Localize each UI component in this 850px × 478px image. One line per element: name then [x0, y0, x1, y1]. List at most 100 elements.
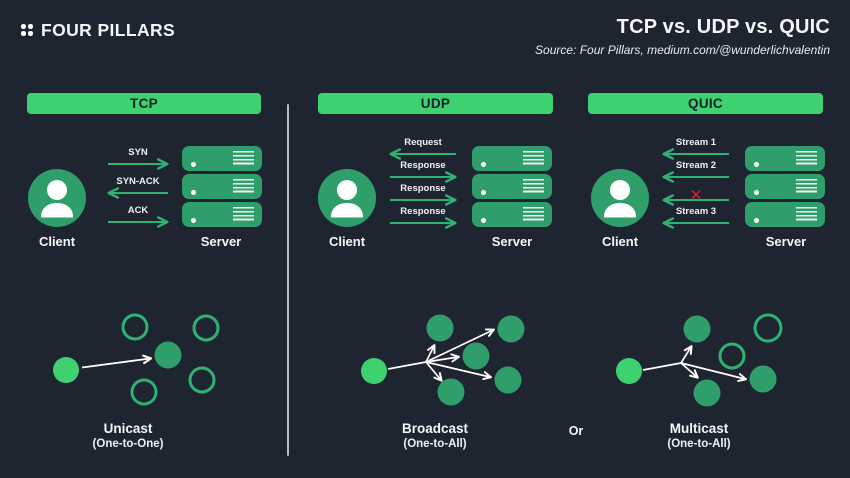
quic-arrow-label: Stream 3 [675, 206, 717, 217]
multicast-label: Multicast [669, 421, 729, 436]
multicast-target-node [693, 379, 721, 407]
multicast-target-node [683, 315, 711, 343]
quic-server-box [745, 146, 825, 171]
quic-client-avatar [591, 169, 649, 227]
server-vents-icon [233, 179, 254, 193]
unicast-idle-node [130, 378, 158, 406]
broken-stream-x-icon: ✕ [689, 187, 703, 204]
tcp-header-pill: TCP [27, 93, 261, 114]
four-pillars-logo-icon [21, 24, 33, 36]
server-led-icon [191, 217, 196, 223]
person-icon [604, 180, 636, 218]
multicast-arrow [680, 362, 699, 379]
udp-arrow-label: Response [400, 160, 446, 171]
multicast-target-node [749, 365, 777, 393]
server-led-icon [754, 161, 759, 167]
server-vents-icon [796, 179, 817, 193]
multicast-idle-node [753, 313, 783, 343]
person-icon [331, 180, 363, 218]
broadcast-target-node [494, 366, 522, 394]
server-vents-icon [523, 151, 544, 165]
udp-server-box [472, 202, 552, 227]
broadcast-target-node [462, 342, 490, 370]
udp-arrow-label: Response [400, 183, 446, 194]
server-led-icon [481, 189, 486, 195]
tcp-client-avatar [28, 169, 86, 227]
or-label: Or [568, 424, 584, 438]
tcp-server-box [182, 202, 262, 227]
logo-dot [21, 24, 26, 29]
quic-server-box [745, 174, 825, 199]
tcp-arrow-label: ACK [127, 205, 149, 216]
tcp-server-box [182, 174, 262, 199]
unicast-idle-node [188, 366, 216, 394]
multicast-idle-node [718, 342, 746, 370]
unicast-diagram [53, 313, 220, 406]
multicast-diagram [616, 313, 783, 407]
logo-dot [28, 24, 33, 29]
server-vents-icon [796, 207, 817, 221]
tcp-arrow-label: SYN [128, 147, 148, 158]
column-divider [287, 104, 289, 456]
multicast-arrow [680, 362, 747, 382]
server-vents-icon [523, 207, 544, 221]
udp-arrow-label: Request [404, 137, 442, 148]
multicast-source-node [616, 358, 642, 384]
server-led-icon [754, 189, 759, 195]
multicast-sublabel: (One-to-All) [667, 438, 731, 450]
udp-client-avatar [318, 169, 376, 227]
server-led-icon [754, 217, 759, 223]
source-attribution: Source: Four Pillars, medium.com/@wunder… [535, 43, 830, 57]
unicast-source-node [53, 357, 79, 383]
server-vents-icon [796, 151, 817, 165]
udp-arrow-label: Response [400, 206, 446, 217]
broadcast-diagram [361, 314, 525, 406]
broadcast-sublabel: (One-to-All) [403, 438, 467, 450]
broadcast-label: Broadcast [401, 421, 469, 436]
server-vents-icon [233, 151, 254, 165]
tcp-client-label: Client [38, 234, 76, 249]
broadcast-arrow [425, 361, 492, 381]
quic-client-label: Client [601, 234, 639, 249]
tcp-server-box [182, 146, 262, 171]
person-icon [41, 180, 73, 218]
logo-dot [28, 31, 33, 36]
broadcast-target-node [497, 315, 525, 343]
udp-server-box [472, 146, 552, 171]
server-led-icon [191, 161, 196, 167]
broadcast-arrow [425, 344, 436, 363]
broadcast-target-node [426, 314, 454, 342]
server-vents-icon [523, 179, 544, 193]
multicast-stem-line [642, 362, 682, 371]
quic-arrow-label: Stream 2 [675, 160, 717, 171]
multicast-arrow [680, 345, 693, 364]
quic-server-box [745, 202, 825, 227]
quic-server-label: Server [765, 234, 807, 249]
broadcast-target-node [437, 378, 465, 406]
server-led-icon [191, 189, 196, 195]
udp-header-pill: UDP [318, 93, 553, 114]
broadcast-arrow [425, 353, 460, 363]
server-led-icon [481, 217, 486, 223]
broadcast-arrow [425, 361, 443, 382]
broadcast-arrow [425, 328, 495, 363]
server-vents-icon [233, 207, 254, 221]
logo-text: FOUR PILLARS [41, 20, 176, 40]
unicast-idle-node [192, 314, 220, 342]
unicast-sublabel: (One-to-One) [92, 438, 164, 450]
page-title: TCP vs. UDP vs. QUIC [616, 16, 830, 38]
server-led-icon [481, 161, 486, 167]
unicast-label: Unicast [103, 421, 153, 436]
quic-arrow-label: Stream 1 [675, 137, 717, 148]
quic-header-pill: QUIC [588, 93, 823, 114]
unicast-target-node [154, 341, 182, 369]
udp-client-label: Client [328, 234, 366, 249]
tcp-arrow-label: SYN-ACK [116, 176, 160, 187]
udp-server-label: Server [491, 234, 533, 249]
unicast-idle-node [121, 313, 149, 341]
logo-dot [21, 31, 26, 36]
udp-server-box [472, 174, 552, 199]
tcp-server-label: Server [200, 234, 242, 249]
